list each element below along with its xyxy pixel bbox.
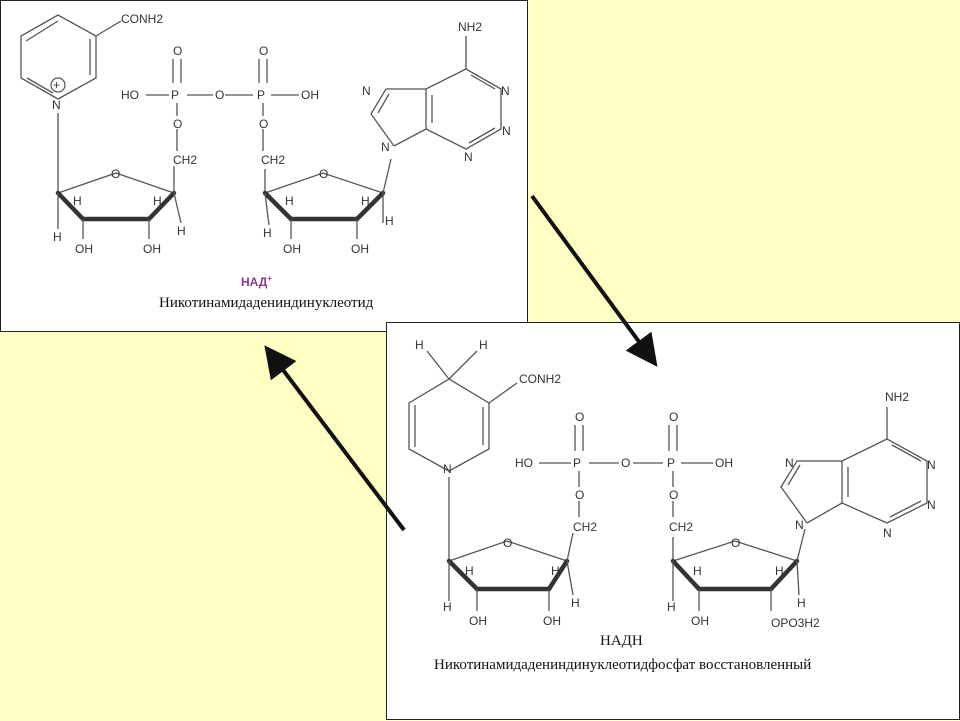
adenine-n7-label: N <box>362 84 371 98</box>
ribose-1 <box>55 166 182 239</box>
diphosphate-bridge <box>146 59 299 151</box>
charge-plus-label: + <box>53 78 60 92</box>
adenine-ring <box>370 36 502 150</box>
ribose-1-oxygen: O <box>503 536 512 550</box>
conh2-label: CONH2 <box>121 12 163 26</box>
adenine-n1-label: N <box>927 458 936 472</box>
phosphate-oh-label: OH <box>301 88 319 102</box>
nadh-structure-diagram: H H CONH2 N O H H H H OH OH CH2 <box>408 338 936 630</box>
ribose-1-h-label: H <box>465 564 474 578</box>
nad-abbreviation: НАД+ <box>241 274 272 289</box>
phosphate-ester-oxygen: O <box>173 117 182 131</box>
ribose-1-ch2-label: CH2 <box>173 153 197 167</box>
ribose-2-h-label: H <box>667 600 676 614</box>
ribose-1-oh-label: OH <box>143 242 161 256</box>
nadh-abbreviation: НАДН <box>600 633 643 649</box>
ribose-1-h-label: H <box>53 230 62 244</box>
adenine-n7-label: N <box>785 456 794 470</box>
nad-structure-diagram: CONH2 + N O H H H H OH OH CH2 <box>20 12 511 256</box>
ribose-2-h-label: H <box>361 194 370 208</box>
phosphate-oxo-label: O <box>173 44 182 58</box>
ribose-2-h-label: H <box>693 564 702 578</box>
nad-full-name: Никотинамидадениндинуклеотид <box>159 295 374 311</box>
phosphorus-1-label: P <box>171 88 179 102</box>
bridge-oxygen-label: O <box>621 456 630 470</box>
ribose-2-oh-label: OH <box>283 242 301 256</box>
ribose-2-oh-label: OH <box>691 614 709 628</box>
phosphate-oxo-label: O <box>259 44 268 58</box>
ribose-1-h-label: H <box>443 600 452 614</box>
adenine-n3-label: N <box>502 124 511 138</box>
ring-nitrogen-label: N <box>443 462 452 476</box>
ribose-2-ch2-label: CH2 <box>261 153 285 167</box>
ribose-1-h-label: H <box>551 564 560 578</box>
ribose-1-h-label: H <box>571 596 580 610</box>
reduction-arrow <box>530 194 658 367</box>
ribose-2-h-label: H <box>385 214 394 228</box>
phosphate-oxo-label: O <box>575 410 584 424</box>
conh2-label: CONH2 <box>519 372 561 386</box>
phosphorus-2-label: P <box>257 88 265 102</box>
ribose-2-ch2-label: CH2 <box>669 520 693 534</box>
ribose-2-h-label: H <box>285 194 294 208</box>
phosphorus-2-label: P <box>667 456 675 470</box>
adenine-n9-label: N <box>795 518 804 532</box>
nadh-full-name: Никотинамидадениндинуклеотидфосфат восст… <box>434 657 812 673</box>
ribose-1 <box>446 532 574 611</box>
ribose-2-opo3h2-label: OPO3H2 <box>771 616 820 630</box>
amino-nh2-label: NH2 <box>458 20 482 34</box>
ribose-2 <box>262 158 392 239</box>
diphosphate-bridge <box>539 425 713 517</box>
amino-nh2-label: NH2 <box>885 390 909 404</box>
positive-charge-icon <box>50 77 66 93</box>
phosphate-ho-label: HO <box>515 456 533 470</box>
ribose-2-h-label: H <box>797 596 806 610</box>
ribose-1-oh-label: OH <box>75 242 93 256</box>
ribose-1-h-label: H <box>73 194 82 208</box>
nad-structure-panel: CONH2 + N O H H H H OH OH CH2 <box>0 0 528 332</box>
phosphate-ester-oxygen: O <box>259 117 268 131</box>
ribose-2-h-label: H <box>263 226 272 240</box>
ring-nitrogen-label: N <box>52 98 61 112</box>
phosphate-ester-oxygen: O <box>669 488 678 502</box>
ring-hydrogen-label: H <box>479 338 488 352</box>
ring-hydrogen-label: H <box>415 338 424 352</box>
nadh-structure-panel: H H CONH2 N O H H H H OH OH CH2 <box>386 322 960 720</box>
adenine-n3-label: N <box>883 526 892 540</box>
ribose-1-oh-label: OH <box>469 614 487 628</box>
phosphate-oxo-label: O <box>669 410 678 424</box>
ribose-2 <box>670 528 806 611</box>
ribose-1-oh-label: OH <box>543 614 561 628</box>
pyridinium-ring <box>20 14 122 100</box>
adenine-n1-label: N <box>501 84 510 98</box>
adenine-ring <box>780 407 928 524</box>
ribose-1-h-label: H <box>177 224 186 238</box>
adenine-n3-label: N <box>464 150 473 164</box>
ribose-1-oxygen: O <box>111 167 120 181</box>
ribose-2-oh-label: OH <box>351 242 369 256</box>
ribose-1-h-label: H <box>153 194 162 208</box>
ribose-1-ch2-label: CH2 <box>573 520 597 534</box>
phosphate-ester-oxygen: O <box>575 488 584 502</box>
phosphate-oh-label: OH <box>715 456 733 470</box>
oxidation-arrow <box>264 345 406 532</box>
dihydropyridine-ring <box>408 350 518 472</box>
ribose-2-h-label: H <box>775 564 784 578</box>
ribose-2-oxygen: O <box>319 167 328 181</box>
adenine-n9-label: N <box>381 140 390 154</box>
phosphorus-1-label: P <box>573 456 581 470</box>
ribose-2-oxygen: O <box>731 536 740 550</box>
adenine-n3-label: N <box>927 498 936 512</box>
bridge-oxygen-label: O <box>215 88 224 102</box>
phosphate-ho-label: HO <box>121 88 139 102</box>
